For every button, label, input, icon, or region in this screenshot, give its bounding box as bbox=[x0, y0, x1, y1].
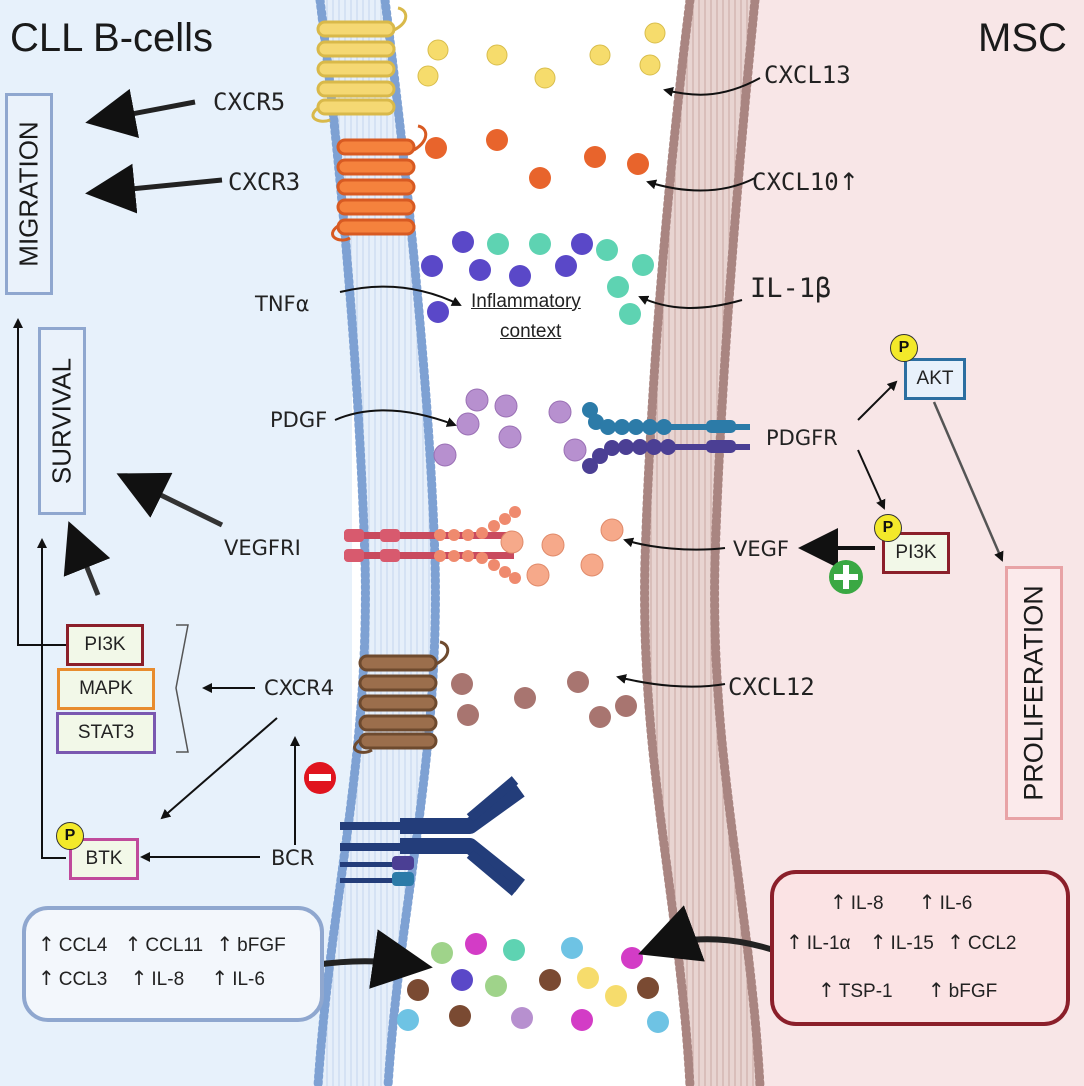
cxcl13-ligands bbox=[417, 22, 666, 89]
cxcl13-label: CXCL13 bbox=[764, 61, 851, 89]
bcr-label: BCR bbox=[271, 846, 315, 870]
akt-phospho-icon: P bbox=[890, 334, 918, 362]
migration-label: MIGRATION bbox=[13, 121, 44, 267]
ccl3-label: CCL3 bbox=[58, 969, 108, 990]
vegfri-label: VEGFRI bbox=[224, 536, 301, 560]
pdgf-ligands bbox=[433, 388, 587, 467]
il1a-label: IL-1α bbox=[806, 933, 851, 954]
il8-label: IL-8 bbox=[151, 969, 185, 990]
vegf-ligands bbox=[500, 518, 624, 587]
cxcr3-receptor bbox=[331, 124, 428, 242]
up-arrow-icon: ↑ bbox=[216, 932, 234, 956]
survival-box: SURVIVAL bbox=[38, 327, 86, 515]
pdgf-label: PDGF bbox=[270, 408, 328, 432]
context-label: context bbox=[500, 321, 562, 342]
msc-secreted-row-3: ↑TSP-1 ↑bFGF bbox=[818, 978, 997, 1003]
up-arrow-icon: ↑ bbox=[818, 978, 835, 1002]
cll-secreted-row-2: ↑CCL3 ↑IL-8 ↑IL-6 bbox=[38, 966, 265, 991]
cxcl12-label: CXCL12 bbox=[728, 673, 815, 701]
cxcl10-up-arrow: ↑ bbox=[838, 168, 859, 196]
cll-cell-background bbox=[0, 0, 352, 1086]
up-arrow-icon: ↑ bbox=[130, 966, 148, 990]
activation-plus-icon bbox=[829, 560, 863, 594]
proliferation-box: PROLIFERATION bbox=[1005, 566, 1063, 820]
ccl2-label: CCL2 bbox=[967, 933, 1017, 954]
survival-label: SURVIVAL bbox=[46, 357, 77, 485]
cxcr5-receptor bbox=[311, 6, 408, 123]
btk-box: BTK bbox=[69, 838, 139, 880]
migration-box: MIGRATION bbox=[5, 93, 53, 295]
up-arrow-icon: ↑ bbox=[786, 930, 803, 954]
msc-secreted-row-2: ↑IL-1α ↑IL-15 ↑CCL2 bbox=[786, 930, 1016, 955]
inflammatory-label: Inflammatory bbox=[471, 291, 581, 312]
stat3-box: STAT3 bbox=[56, 712, 156, 754]
tsp1-label: TSP-1 bbox=[838, 981, 893, 1002]
il1b-label: IL-1β bbox=[750, 273, 832, 304]
il6-label: IL-6 bbox=[232, 969, 265, 990]
up-arrow-icon: ↑ bbox=[947, 930, 964, 954]
pi3k-phospho-icon: P bbox=[874, 514, 902, 542]
vegf-label: VEGF bbox=[733, 537, 789, 561]
pi3k-left-box: PI3K bbox=[66, 624, 144, 666]
up-arrow-icon: ↑ bbox=[918, 890, 936, 914]
up-arrow-icon: ↑ bbox=[38, 932, 55, 956]
pdgfr-label: PDGFR bbox=[766, 426, 838, 450]
msc-title: MSC bbox=[978, 16, 1067, 60]
msc-il6-label: IL-6 bbox=[939, 893, 973, 914]
ccl4-label: CCL4 bbox=[58, 935, 108, 956]
il15-label: IL-15 bbox=[890, 933, 934, 954]
cxcr3-label: CXCR3 bbox=[228, 168, 301, 196]
ccl11-label: CCL11 bbox=[145, 935, 204, 956]
inflammatory-ligands bbox=[421, 231, 654, 325]
mapk-box: MAPK bbox=[57, 668, 155, 710]
cxcl10-text: CXCL10 bbox=[752, 168, 839, 196]
up-arrow-icon: ↑ bbox=[124, 932, 142, 956]
cxcr4-receptor bbox=[353, 640, 450, 754]
cll-title: CLL B-cells bbox=[10, 16, 214, 60]
up-arrow-icon: ↑ bbox=[869, 930, 887, 954]
btk-phospho-icon: P bbox=[56, 822, 84, 850]
inhibition-icon bbox=[304, 762, 336, 794]
bfgf-label: bFGF bbox=[237, 935, 286, 956]
up-arrow-icon: ↑ bbox=[830, 890, 847, 914]
cxcr5-label: CXCR5 bbox=[213, 88, 286, 116]
vegfri-receptor bbox=[344, 506, 521, 584]
secreted-mixture bbox=[397, 933, 669, 1033]
pdgfr-receptor bbox=[582, 402, 750, 474]
proliferation-label: PROLIFERATION bbox=[1018, 585, 1049, 801]
cxcl12-ligands bbox=[451, 671, 637, 728]
up-arrow-icon: ↑ bbox=[38, 966, 55, 990]
cxcl10-ligands bbox=[425, 129, 649, 189]
akt-box: AKT bbox=[904, 358, 966, 400]
msc-secreted-box: ↑IL-8 ↑IL-6 ↑IL-1α ↑IL-15 ↑CCL2 ↑TSP-1 ↑… bbox=[770, 870, 1070, 1026]
up-arrow-icon: ↑ bbox=[211, 966, 229, 990]
tnfa-label: TNFα bbox=[255, 292, 310, 316]
bcr-receptor bbox=[340, 776, 525, 896]
msc-il8-label: IL-8 bbox=[850, 893, 884, 914]
msc-bfgf-label: bFGF bbox=[948, 981, 998, 1002]
cxcr4-label: CXCR4 bbox=[264, 676, 335, 700]
up-arrow-icon: ↑ bbox=[927, 978, 945, 1002]
cxcl10-label: CXCL10↑ bbox=[752, 170, 859, 194]
signaling-arrows bbox=[13, 77, 1004, 989]
cll-secreted-box: ↑CCL4 ↑CCL11 ↑bFGF ↑CCL3 ↑IL-8 ↑IL-6 bbox=[22, 906, 324, 1022]
msc-secreted-row-1: ↑IL-8 ↑IL-6 bbox=[830, 890, 972, 915]
cll-secreted-row-1: ↑CCL4 ↑CCL11 ↑bFGF bbox=[38, 932, 286, 957]
